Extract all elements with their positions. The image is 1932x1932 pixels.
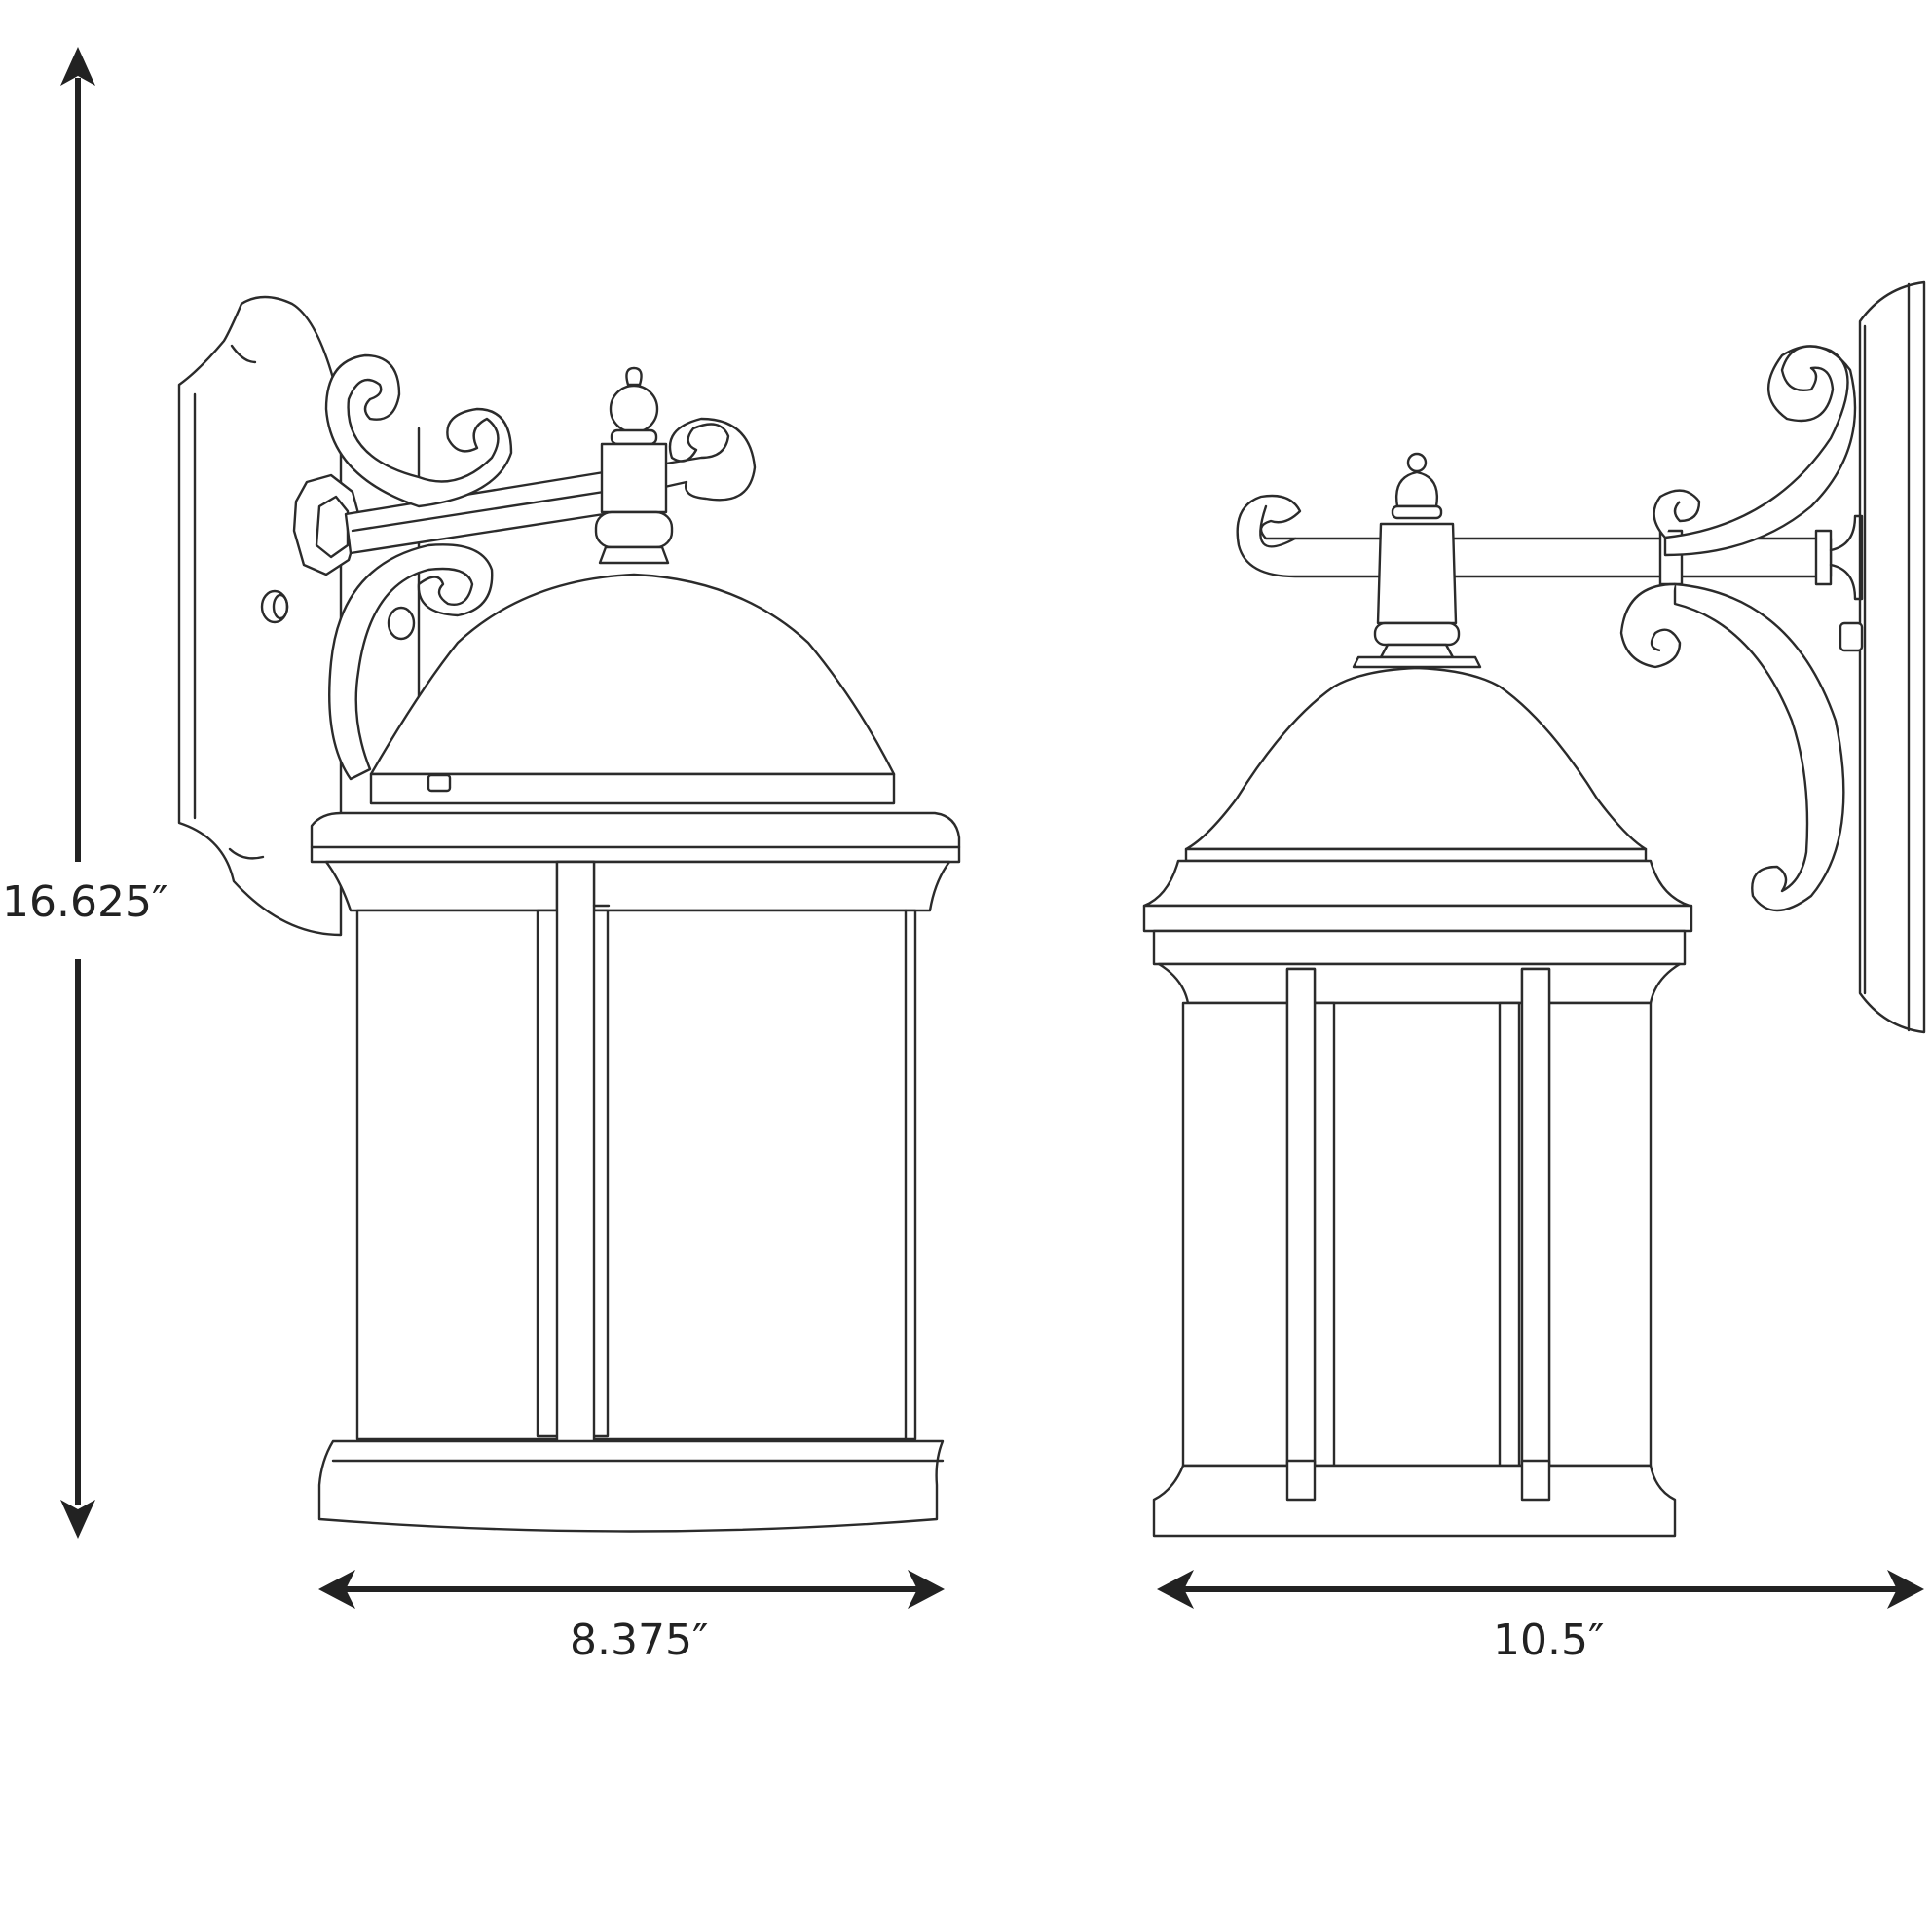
side-view-lantern xyxy=(1142,280,1926,1538)
side-extension-dimension-arrow xyxy=(1157,1570,1924,1609)
front-width-dimension-arrow xyxy=(318,1570,945,1609)
height-dimension-label: 16.625″ xyxy=(2,877,168,927)
front-width-dimension-label: 8.375″ xyxy=(570,1616,709,1665)
height-dimension-arrow xyxy=(60,47,95,1539)
side-extension-dimension-label: 10.5″ xyxy=(1493,1616,1605,1665)
front-view-lantern xyxy=(177,295,961,1533)
